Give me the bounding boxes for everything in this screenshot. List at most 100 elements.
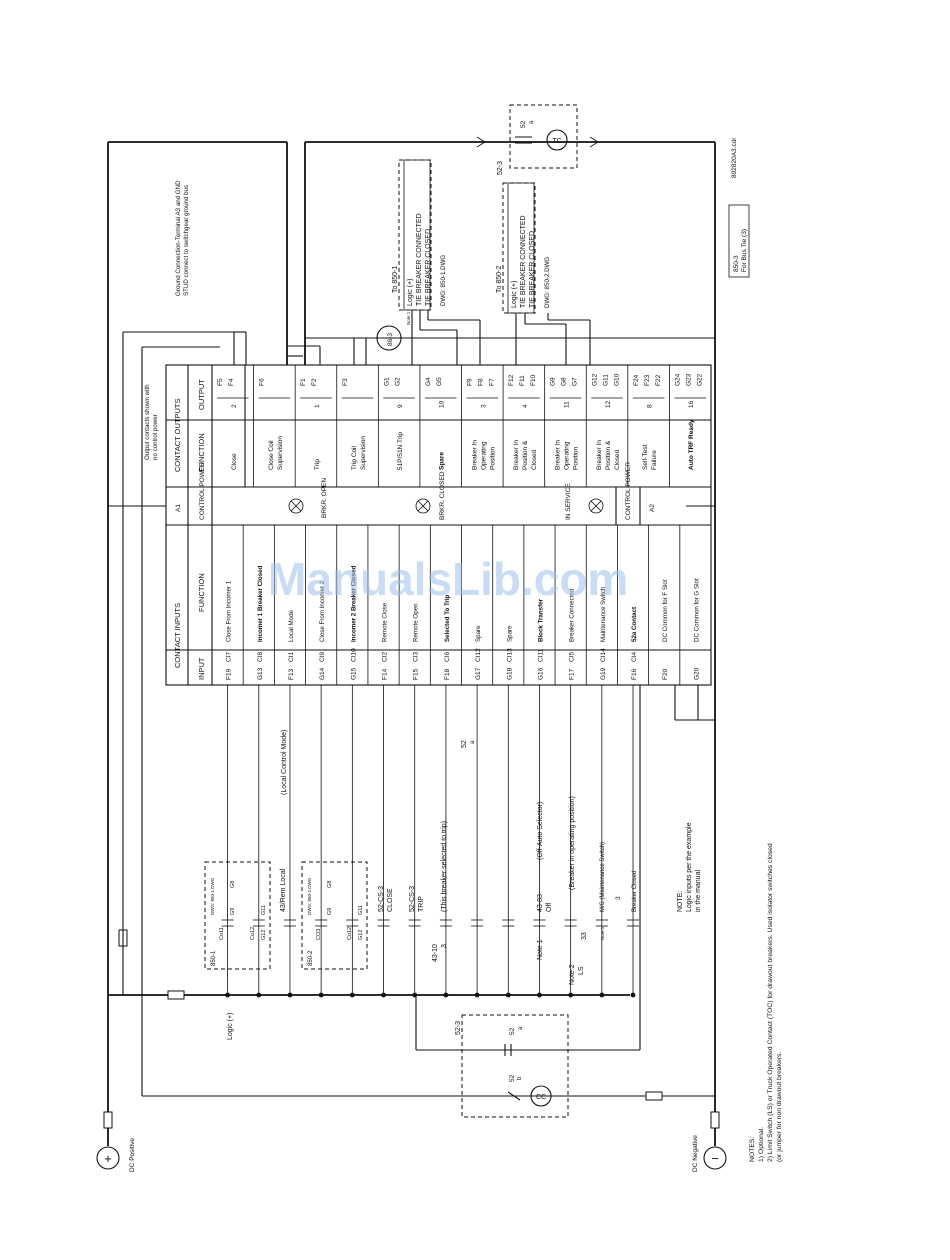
notes: NOTES: 1) Optional. 2) Limit Switch (LS)… [749,843,783,1162]
bus-junction [537,992,542,998]
relay-box-850-2: To 850-2 Logic (+) TIE BREAKER CONNECTED… [496,182,551,314]
co-terminal-G23: G23 [685,373,692,386]
control-power-a1: A1 [175,504,182,512]
trip-coil-ref: 52-3 [497,161,504,175]
note-1-label: Note 1 [537,939,544,960]
note-inputs-3: in the manual [695,870,702,912]
box2-term-6: G11 [358,905,364,915]
title-block-line-2: For Bus Tie (3) [741,229,748,272]
box1-term-6: G11 [261,905,267,915]
close-coil-contact-2: 52 [509,1027,516,1035]
ci-input-CI9: CI9 [319,652,326,663]
bus-junction [225,992,230,998]
co-function-8: Position & [522,440,529,470]
ci-terminal-F14: F14 [382,668,389,680]
close-coil-contact-2-sub: a [518,1026,524,1030]
contact-outputs-title: CONTACT OUTPUTS [173,399,182,472]
dc-positive-bus [103,141,630,1146]
output-note-2: no control power [152,414,159,460]
co-function-12: Auto TRF Ready [688,419,695,470]
indicator-label-open: BRKR. OPEN [321,478,328,518]
co-function-4: Supervision [360,436,367,470]
drawing-name: 892820A3.cdr [731,137,738,178]
box2-term-5: G12 [358,930,364,940]
bus-junction [381,992,386,998]
box1-term-4: Co12 [250,927,256,940]
co-terminal-F12: F12 [508,374,515,386]
close-coil-contact: 52 [509,1074,516,1082]
close-coil-circuit: CC 52 b 52-3 52 a [415,685,641,1118]
control-power-label-2: CONTROL POWER [625,462,632,520]
ci-terminal-F16: F16 [631,668,638,680]
co-function-8: Breaker In [513,440,520,470]
off-auto-label-1: 43-83 [537,894,544,912]
co-terminal-F7: F7 [489,378,496,386]
ci-terminal-F20: F20 [662,668,669,680]
ci-input-CI12: CI12 [475,648,482,662]
ci-function-4: Close From Incomer 2 [319,580,326,642]
co-terminal-G7: G7 [572,377,579,386]
co-function-10: Breaker In [596,440,603,470]
co-function-4: Trip Coil [351,445,358,470]
ci-terminal-G18: G18 [506,667,513,680]
ci-function-5: Incomer 2 Breaker Closed [350,565,357,642]
ms-label: M/S (Maintenance Switch) [600,842,606,912]
dc-negative-symbol: − [711,1151,719,1166]
ci-input-header: INPUT [197,657,206,680]
ms-number: 3 [615,896,622,900]
note-2: 2) Limit Switch (LS) or Truck Operated C… [767,843,774,1162]
indicator-brkr-closed: BRKR. CLOSED [415,471,446,520]
ci-function-10: Spare [506,625,513,642]
ci-function-12: Breaker Connected [569,588,576,642]
co-function-10: Closed [614,449,621,470]
bus-junction [318,992,324,998]
lockout-86-3: 86-3 Note 1 [365,311,411,365]
ci-input-CI8: CI8 [257,652,264,663]
watermark: ManualsLib.com [268,553,628,605]
indicator-label-closed: BRKR. CLOSED [439,471,446,520]
contact-inputs-title: CONTACT INPUTS [173,603,182,668]
ci-function-16: DC Common for G Slot [693,578,700,642]
relay-block [165,364,712,686]
co-terminal-G1: G1 [383,377,390,386]
title-block-line-1: 850-3 [733,255,740,272]
co-output-number-3: 1 [314,404,321,408]
co-output-number-5: 9 [397,404,404,408]
ci-function-2: Incomer 1 Breaker Closed [257,565,264,642]
bus-junction [287,992,293,998]
lockout-note: Note 1 [406,311,411,325]
ci-terminal-G16: G16 [537,667,544,680]
co-terminal-G8: G8 [561,377,568,386]
ci-function-11: Block Transfer [537,598,544,642]
cs-trip-label-2: TRIP [418,896,425,912]
co-output-number-12: 16 [688,400,695,408]
co-function-6: Spare [439,452,446,470]
dc-negative-bus [141,141,720,1146]
co-function-1: Close [231,453,238,470]
trip-coil-contact-sub: a [529,120,535,124]
co-function-9: Position [572,446,579,470]
co-terminal-F6: F6 [259,378,266,386]
lockout-label: 86-3 [387,333,394,346]
co-function-7: Operating [480,441,487,470]
box1-term-5: G12 [261,930,267,940]
dc-negative-label: DC Negative [692,1135,699,1172]
co-terminal-F4: F4 [228,378,235,386]
ground-note-2: STUD connect to switchgear ground bus [183,185,190,296]
bus-junction [630,992,636,998]
bus-junction [599,992,605,998]
bus-junction [443,992,449,998]
relay-box-2-line-2: TIE BREAKER CONNECTED [520,215,527,308]
co-output-number-9: 11 [563,401,570,408]
ground-note-1: Ground Connection-Terminal A3 and GND [175,180,182,296]
trip-coil-contact: 52 [520,120,527,128]
co-terminal-F3: F3 [342,378,349,386]
relay-box-2-dwg: DWG: 850-2.DWG [544,257,551,308]
relay-box-1-name: To 850-1 [392,266,399,293]
co-function-header: FUNCTION [197,433,206,472]
bus-junction [505,992,511,998]
ci-input-CI11: CI11 [537,648,544,662]
co-function-9: Breaker In [554,440,561,470]
co-output-number-10: 12 [605,400,612,408]
